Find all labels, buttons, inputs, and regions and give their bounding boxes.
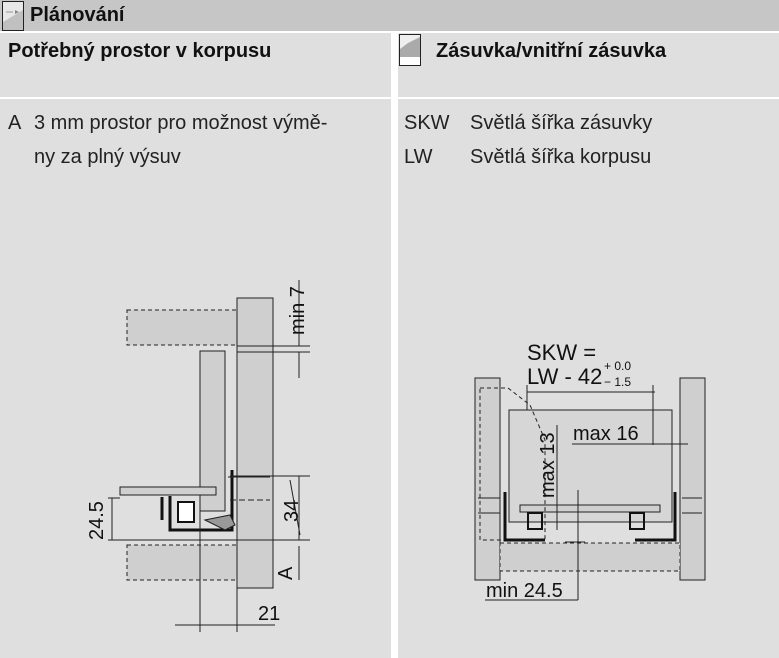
- section-header: Plánování: [0, 0, 779, 31]
- dim-24-5: 24.5: [86, 501, 108, 540]
- upper-shelf: [126, 309, 238, 346]
- tolerance-plus: + 0.0: [604, 359, 631, 373]
- runner: [160, 470, 234, 532]
- drawer-bottom: [519, 504, 661, 513]
- formula-line-1: SKW =: [527, 340, 596, 365]
- lower-shelf: [126, 544, 238, 581]
- legend-desc-skw: Světlá šířka zásuvky: [470, 112, 653, 134]
- planning-icon: [2, 1, 24, 31]
- right-panel-title: Zásuvka/vnitřní zásuvka: [436, 40, 667, 62]
- tolerance-minus: − 1.5: [604, 375, 631, 389]
- note-key: A: [8, 112, 22, 134]
- dim-max16: max 16: [573, 423, 639, 445]
- divider: [398, 97, 779, 99]
- dim-min7: min 7: [287, 286, 309, 335]
- legend-key-skw: SKW: [404, 112, 450, 134]
- drawer-bottom: [119, 486, 217, 496]
- formula-line-2: LW - 42: [527, 364, 602, 389]
- dim-34: 34: [281, 500, 303, 522]
- note-line-1: 3 mm prostor pro možnost výmě-: [34, 112, 328, 134]
- right-cabinet-side: [679, 377, 706, 581]
- dim-21: 21: [258, 603, 280, 625]
- note-line-2: ny za plný výsuv: [34, 146, 181, 168]
- legend-desc-lw: Světlá šířka korpusu: [470, 146, 652, 168]
- dim-min24-5: min 24.5: [486, 580, 563, 602]
- divider: [0, 97, 391, 99]
- drawer-icon: [399, 34, 421, 66]
- dim-A: A: [275, 566, 297, 580]
- left-panel-title: Potřebný prostor v korpusu: [8, 40, 272, 62]
- drawer-side: [199, 350, 226, 512]
- left-cabinet-side: [474, 377, 501, 581]
- lower-shelf: [499, 542, 681, 572]
- runner-clip: [203, 514, 236, 531]
- drawer-box: [508, 409, 673, 523]
- legend-key-lw: LW: [404, 146, 433, 168]
- dim-max13: max 13: [537, 432, 559, 498]
- section-title: Plánování: [30, 4, 125, 26]
